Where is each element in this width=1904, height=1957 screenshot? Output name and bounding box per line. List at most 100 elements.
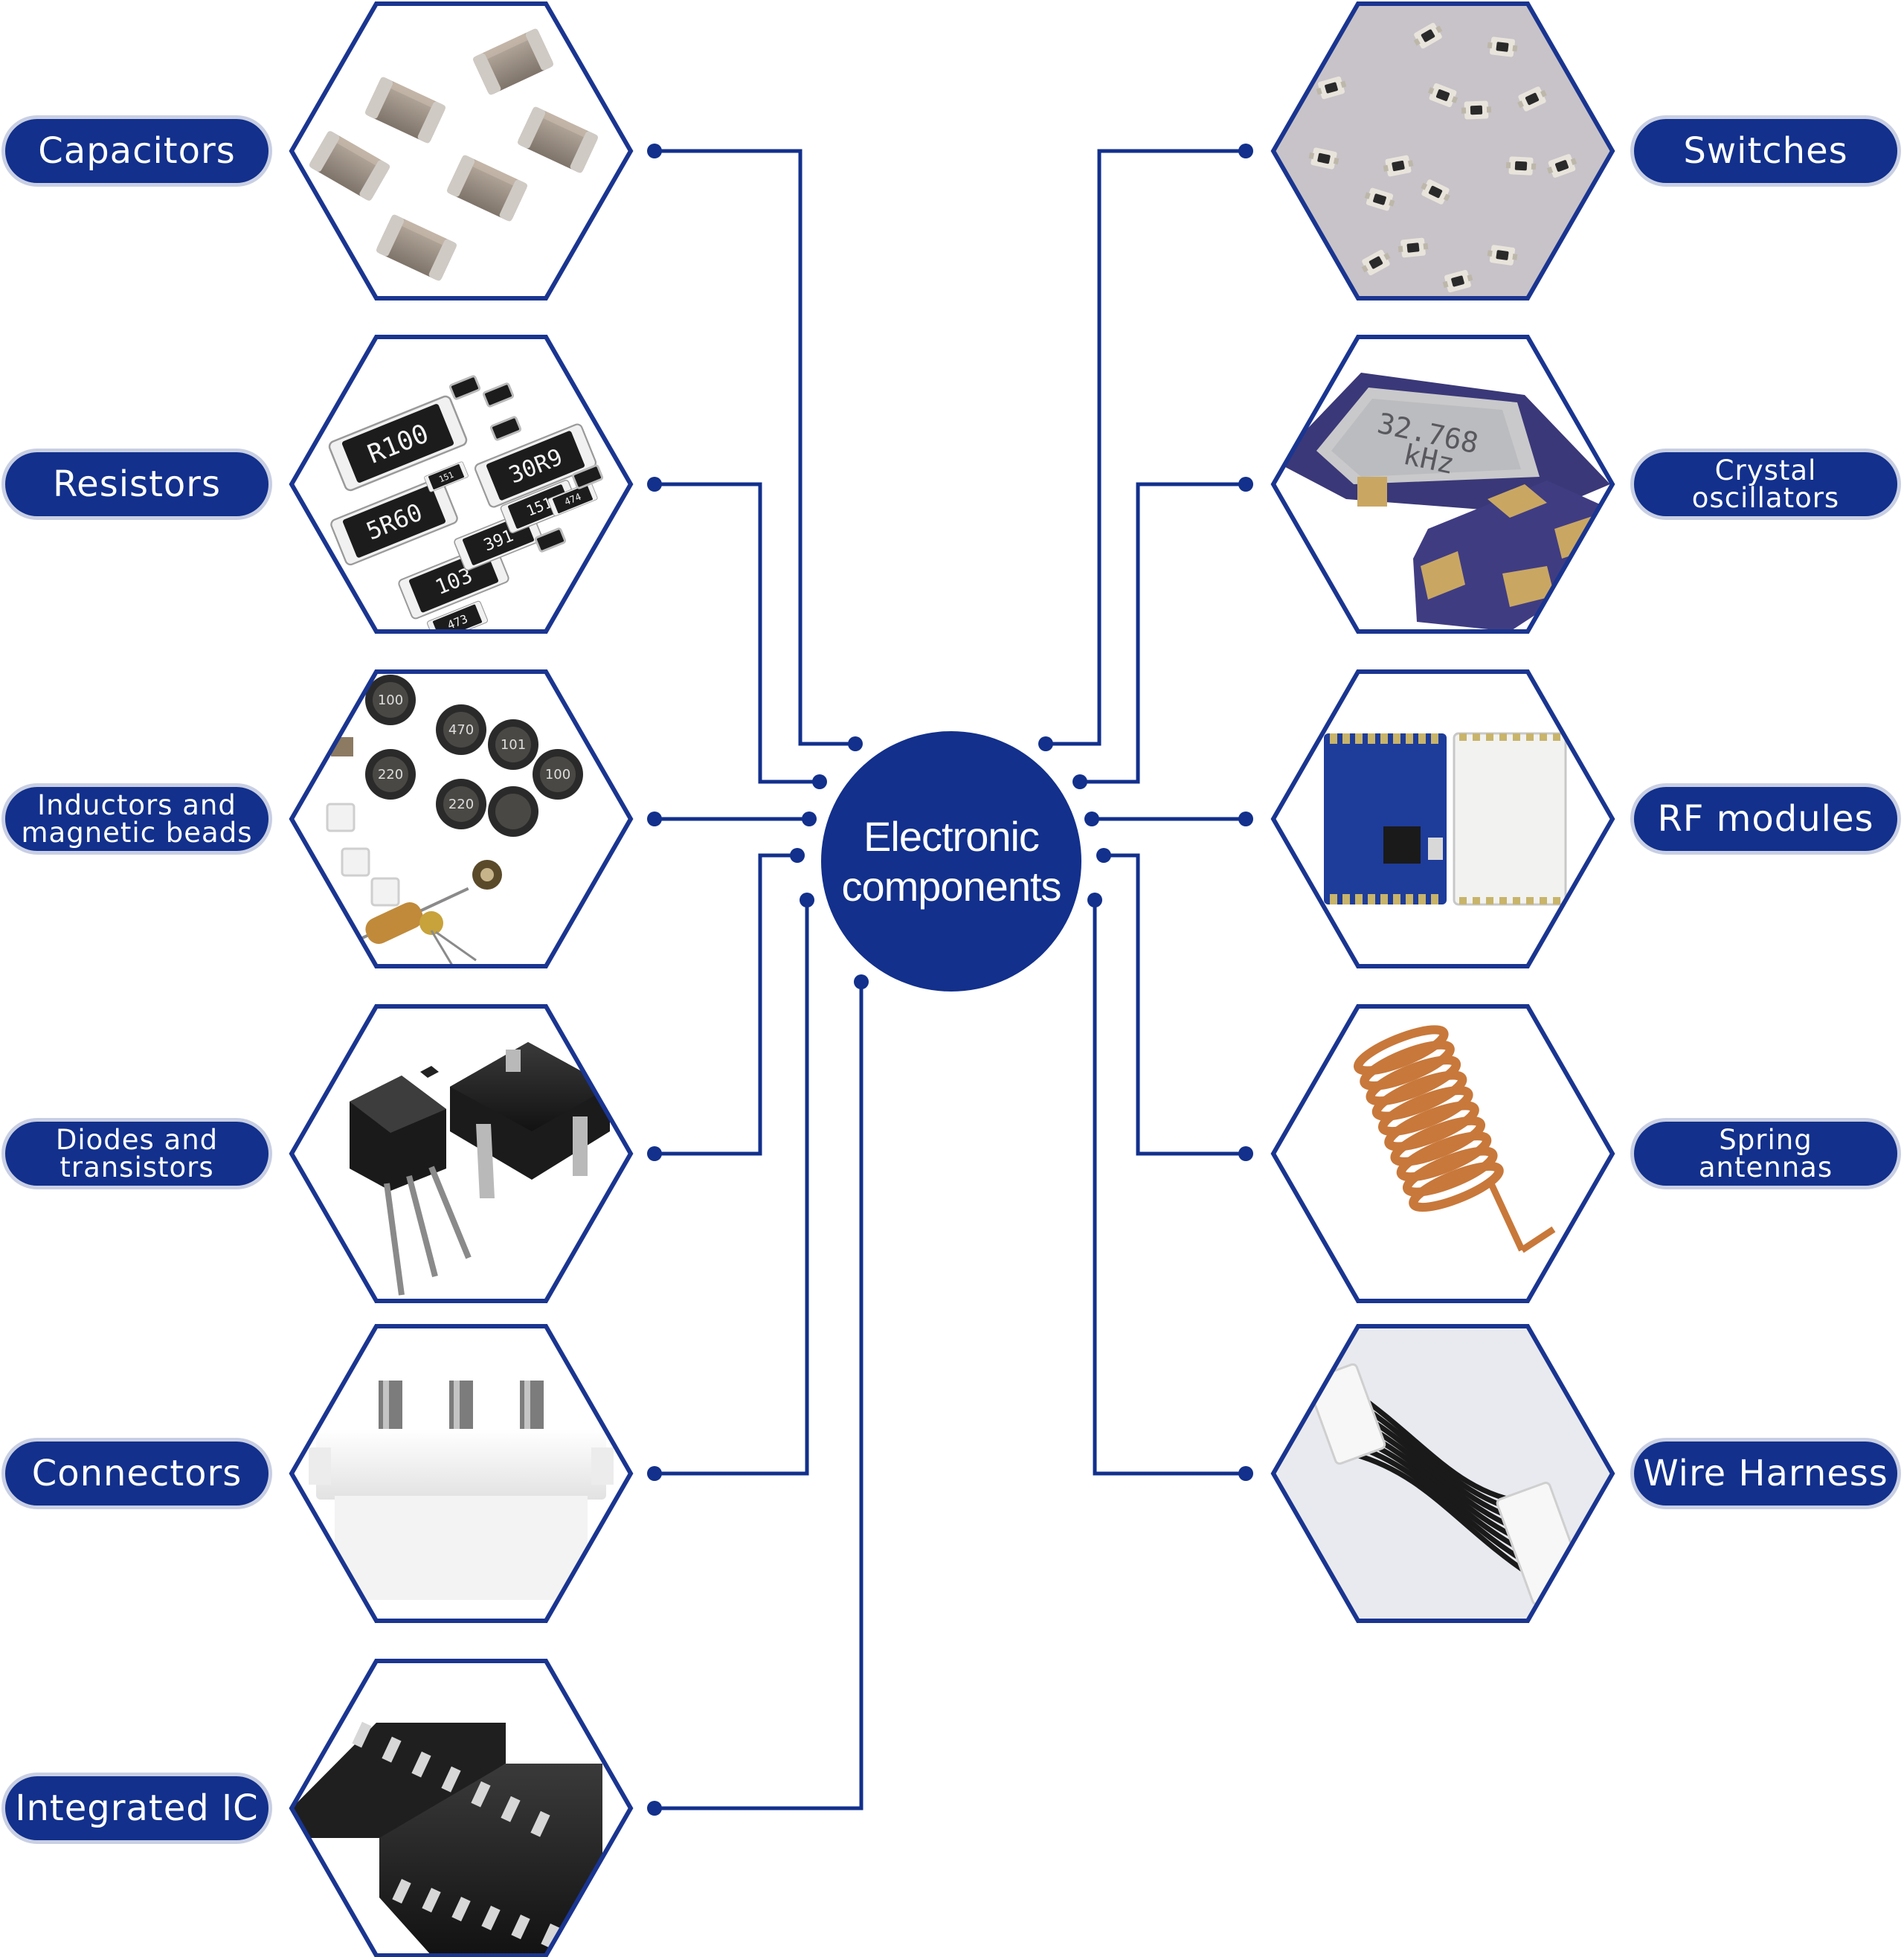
connector-dot [1238, 144, 1253, 158]
spring-antenna-icon [1354, 1025, 1556, 1253]
connector-dot [800, 893, 814, 907]
capacitor-chip-icon [517, 106, 599, 173]
hex-tile-tact-switches [1270, 1, 1615, 301]
hex-tile-transistor [289, 1004, 634, 1303]
inductor-marking: 220 [378, 767, 403, 783]
tact-switches-icon [1273, 4, 1612, 298]
connector-line-right-5 [1093, 900, 1246, 1476]
transistor-icon [350, 1042, 610, 1296]
connector-line-right-4 [1104, 853, 1246, 1156]
capacitor-chip-icon [364, 77, 446, 144]
connector-housing-icon [309, 1429, 614, 1600]
connector-dot [647, 812, 662, 826]
hex-outline [289, 1659, 634, 1957]
smd-resistor-icon: 151 [500, 480, 579, 533]
ic-pin-icon [411, 1751, 431, 1778]
power-inductor-icon: 220 [436, 779, 486, 829]
connector-dot [854, 974, 869, 989]
connector-icon [309, 1381, 614, 1600]
hex-outline [1270, 1, 1615, 301]
connector-dot [1087, 893, 1102, 907]
ic-pin-icon [511, 1915, 530, 1940]
power-inductor-icon: 100 [533, 749, 583, 800]
hex-background [292, 4, 631, 298]
label-pill-text: Spring antennas [1698, 1124, 1833, 1183]
inductor-marking: 100 [545, 767, 570, 783]
inductor-marking: 220 [448, 797, 474, 812]
tiny-resistor-icon [489, 416, 522, 441]
connector-line-left-6 [654, 982, 863, 1810]
label-pill-text: Crystal oscillators [1691, 454, 1840, 514]
hex-outline [289, 1324, 634, 1623]
hex-tile-wire-harness [1270, 1324, 1615, 1623]
ferrite-bead-icon [341, 847, 370, 877]
label-pill-wire-harness: Wire Harness [1630, 1438, 1901, 1509]
connector-line-left-4 [654, 853, 797, 1156]
capacitor-chip-icon [309, 131, 390, 201]
power-inductor-icon: 101 [488, 719, 538, 770]
label-pill-smd-resistors: Resistors [1, 449, 272, 520]
ic-pin-icon [501, 1796, 521, 1822]
label-pill-spring-antenna: Spring antennas [1630, 1118, 1901, 1189]
connector-line-right-1 [1046, 149, 1246, 746]
ic-pin-icon [422, 1888, 441, 1913]
hex-outline [289, 669, 634, 968]
ic-pin-icon [570, 1932, 590, 1956]
label-pill-ic-chip: Integrated IC [1, 1773, 272, 1844]
connector-dot [802, 812, 817, 826]
crystal-package-bottom-icon [1413, 481, 1612, 632]
label-pill-capacitor-chips: Capacitors [1, 115, 272, 187]
ic-pin-icon [541, 1924, 560, 1949]
hex-outline [1270, 1324, 1615, 1623]
hex-outline [289, 1004, 634, 1303]
tact-switch-icon [1308, 147, 1339, 170]
tact-switch-icon [1505, 156, 1537, 176]
rf-module-icon [1324, 732, 1567, 906]
hex-tile-spring-antenna [1270, 1004, 1615, 1303]
smd-resistor-icon: 474 [547, 481, 598, 517]
connector-dot [647, 1466, 662, 1481]
ferrite-bead-icon [370, 877, 400, 907]
tact-switch-icon [1442, 269, 1473, 293]
ferrite-bead-icon [326, 803, 356, 832]
ic-pin-icon [471, 1781, 491, 1807]
power-inductor-icon [488, 786, 538, 837]
to92-transistor-icon [350, 1076, 472, 1296]
connector-dot [1238, 812, 1253, 826]
ic-pin-icon [392, 1879, 411, 1904]
soic-chip-icon [292, 1723, 602, 1956]
label-pill-connector: Connectors [1, 1438, 272, 1509]
connector-dot [1238, 1146, 1253, 1161]
tact-switch-icon [1427, 83, 1458, 108]
label-pill-text: RF modules [1657, 798, 1874, 840]
connector-line-right-2 [1080, 482, 1246, 784]
spring-coil-icon [1354, 1025, 1556, 1253]
connector-dot [1096, 848, 1111, 863]
hex-outline [289, 335, 634, 634]
ic-pin-icon [481, 1906, 501, 1931]
connector-dot [848, 736, 863, 751]
ic-pin-icon [382, 1736, 402, 1763]
ic-pin-icon [352, 1721, 372, 1748]
rf-chip-icon [1383, 826, 1421, 864]
capacitor-chips-icon [309, 28, 599, 281]
capacitor-chip-icon [446, 155, 528, 222]
label-pill-tact-switches: Switches [1630, 115, 1901, 187]
tact-switch-icon [1461, 100, 1492, 120]
hex-outline [289, 1, 634, 301]
connector-line-left-5 [654, 900, 809, 1476]
smd-resistor-icon: 151 [424, 461, 469, 492]
connector-dot [812, 774, 827, 789]
connector-dot [1084, 812, 1099, 826]
hex-outline [1270, 669, 1615, 968]
hex-background [292, 337, 631, 632]
smd-resistor-icon: R100 [328, 395, 468, 492]
tact-switch-icon [1364, 187, 1395, 211]
hex-tile-connector [289, 1324, 634, 1623]
power-inductor-icon: 220 [365, 749, 416, 800]
